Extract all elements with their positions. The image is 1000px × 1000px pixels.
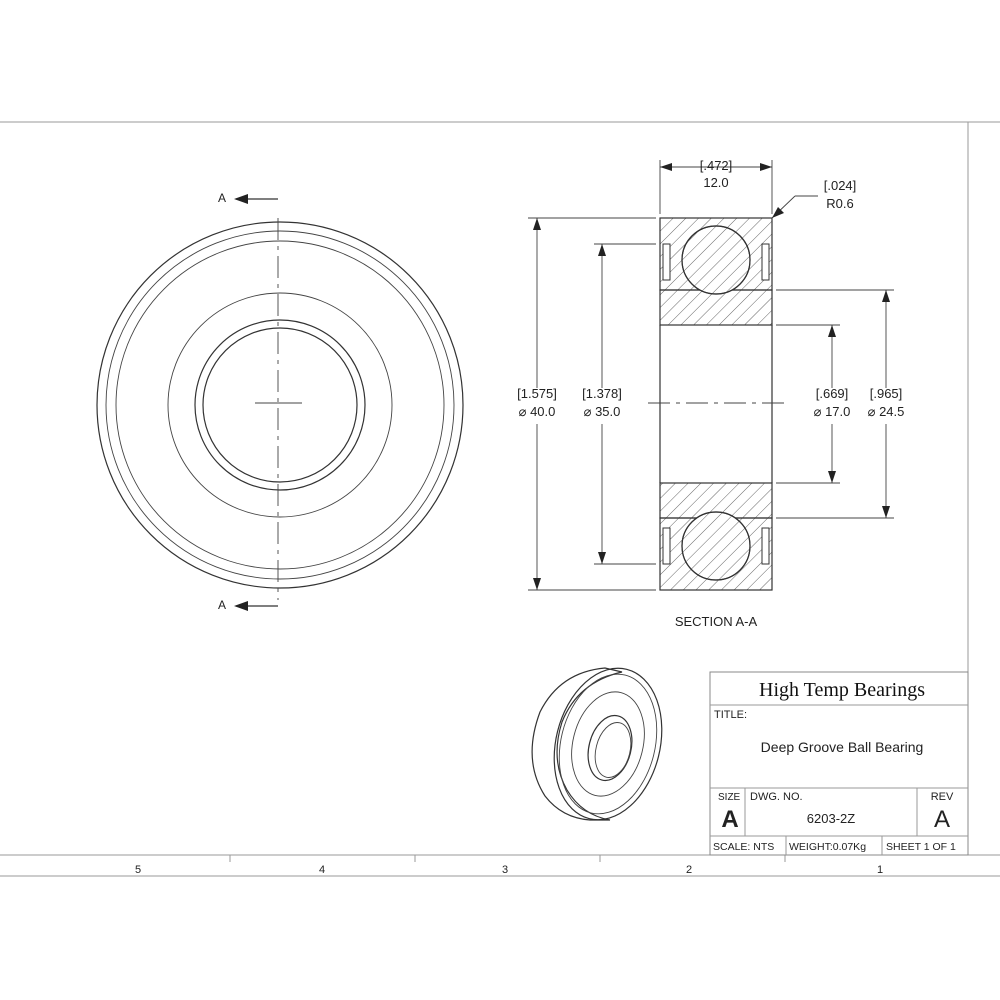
- zone-5: 5: [135, 864, 141, 876]
- sheet-border: [0, 121, 1000, 877]
- scale-text: SCALE: NTS: [713, 841, 774, 853]
- od-inch: [1.575]: [517, 386, 557, 401]
- weight-text: WEIGHT:0.07Kg: [789, 841, 866, 853]
- radius-callout: [.024] R0.6: [771, 178, 857, 219]
- section-mark-bottom: A: [218, 598, 226, 612]
- dwg-no-value: 6203-2Z: [807, 811, 855, 826]
- section-view: [.472] 12.0 [.024] R0.6 [1.575] ⌀ 40.0: [517, 158, 904, 629]
- bore-mm: ⌀ 17.0: [814, 404, 851, 419]
- drawing-title: Deep Groove Ball Bearing: [761, 739, 924, 755]
- shield-outer-edge: [115, 240, 445, 570]
- section-mark-top: A: [218, 191, 226, 205]
- inner-shoulder-mm: ⌀ 24.5: [868, 404, 905, 419]
- size-label: SIZE: [718, 792, 741, 803]
- isometric-view: [531, 667, 663, 821]
- rev-label: REV: [931, 791, 954, 803]
- bore-diameter-dimension: [.669] ⌀ 17.0: [776, 324, 851, 484]
- shoulder-mm: ⌀ 35.0: [584, 404, 621, 419]
- lower-cross-section: [659, 482, 773, 591]
- section-arrow-top: A: [218, 191, 278, 205]
- width-dimension: [.472] 12.0: [659, 158, 773, 214]
- width-mm: 12.0: [703, 175, 728, 190]
- shoulder-inch: [1.378]: [582, 386, 622, 401]
- inner-shoulder-dimension: [.965] ⌀ 24.5: [776, 289, 905, 519]
- radius-inch: [.024]: [824, 178, 857, 193]
- inner-shoulder-inch: [.965]: [870, 386, 903, 401]
- width-inch: [.472]: [700, 158, 733, 173]
- size-value: A: [721, 806, 738, 833]
- front-view: A A: [96, 191, 464, 612]
- sheet-text: SHEET 1 OF 1: [886, 841, 956, 853]
- shoulder-diameter-dimension: [1.378] ⌀ 35.0: [582, 243, 656, 565]
- upper-cross-section: [659, 217, 773, 326]
- title-block: High Temp Bearings TITLE: Deep Groove Ba…: [709, 671, 969, 856]
- company-name: High Temp Bearings: [759, 679, 925, 701]
- od-mm: ⌀ 40.0: [519, 404, 556, 419]
- shield-left-upper: [662, 243, 671, 281]
- title-label: TITLE:: [714, 709, 747, 721]
- radius-mm: R0.6: [826, 196, 853, 211]
- shield-right-upper: [761, 243, 770, 281]
- section-arrow-bottom: A: [218, 598, 278, 612]
- outer-ring-edge: [96, 221, 464, 589]
- zone-2: 2: [686, 864, 692, 876]
- shield-inner-edge: [167, 292, 393, 518]
- dwg-no-label: DWG. NO.: [750, 791, 803, 803]
- zone-1: 1: [877, 864, 883, 876]
- inner-ring-edge: [194, 319, 366, 491]
- outer-diameter-dimension: [1.575] ⌀ 40.0: [517, 217, 656, 591]
- shield-right-lower: [761, 527, 770, 565]
- bore-inch: [.669]: [816, 386, 849, 401]
- zone-labels: 5 4 3 2 1: [135, 864, 883, 876]
- rev-value: A: [934, 806, 950, 833]
- section-title: SECTION A-A: [675, 614, 758, 629]
- bore-edge: [202, 327, 358, 483]
- outer-ring-chamfer: [105, 230, 455, 580]
- zone-4: 4: [319, 864, 325, 876]
- shield-left-lower: [662, 527, 671, 565]
- zone-3: 3: [502, 864, 508, 876]
